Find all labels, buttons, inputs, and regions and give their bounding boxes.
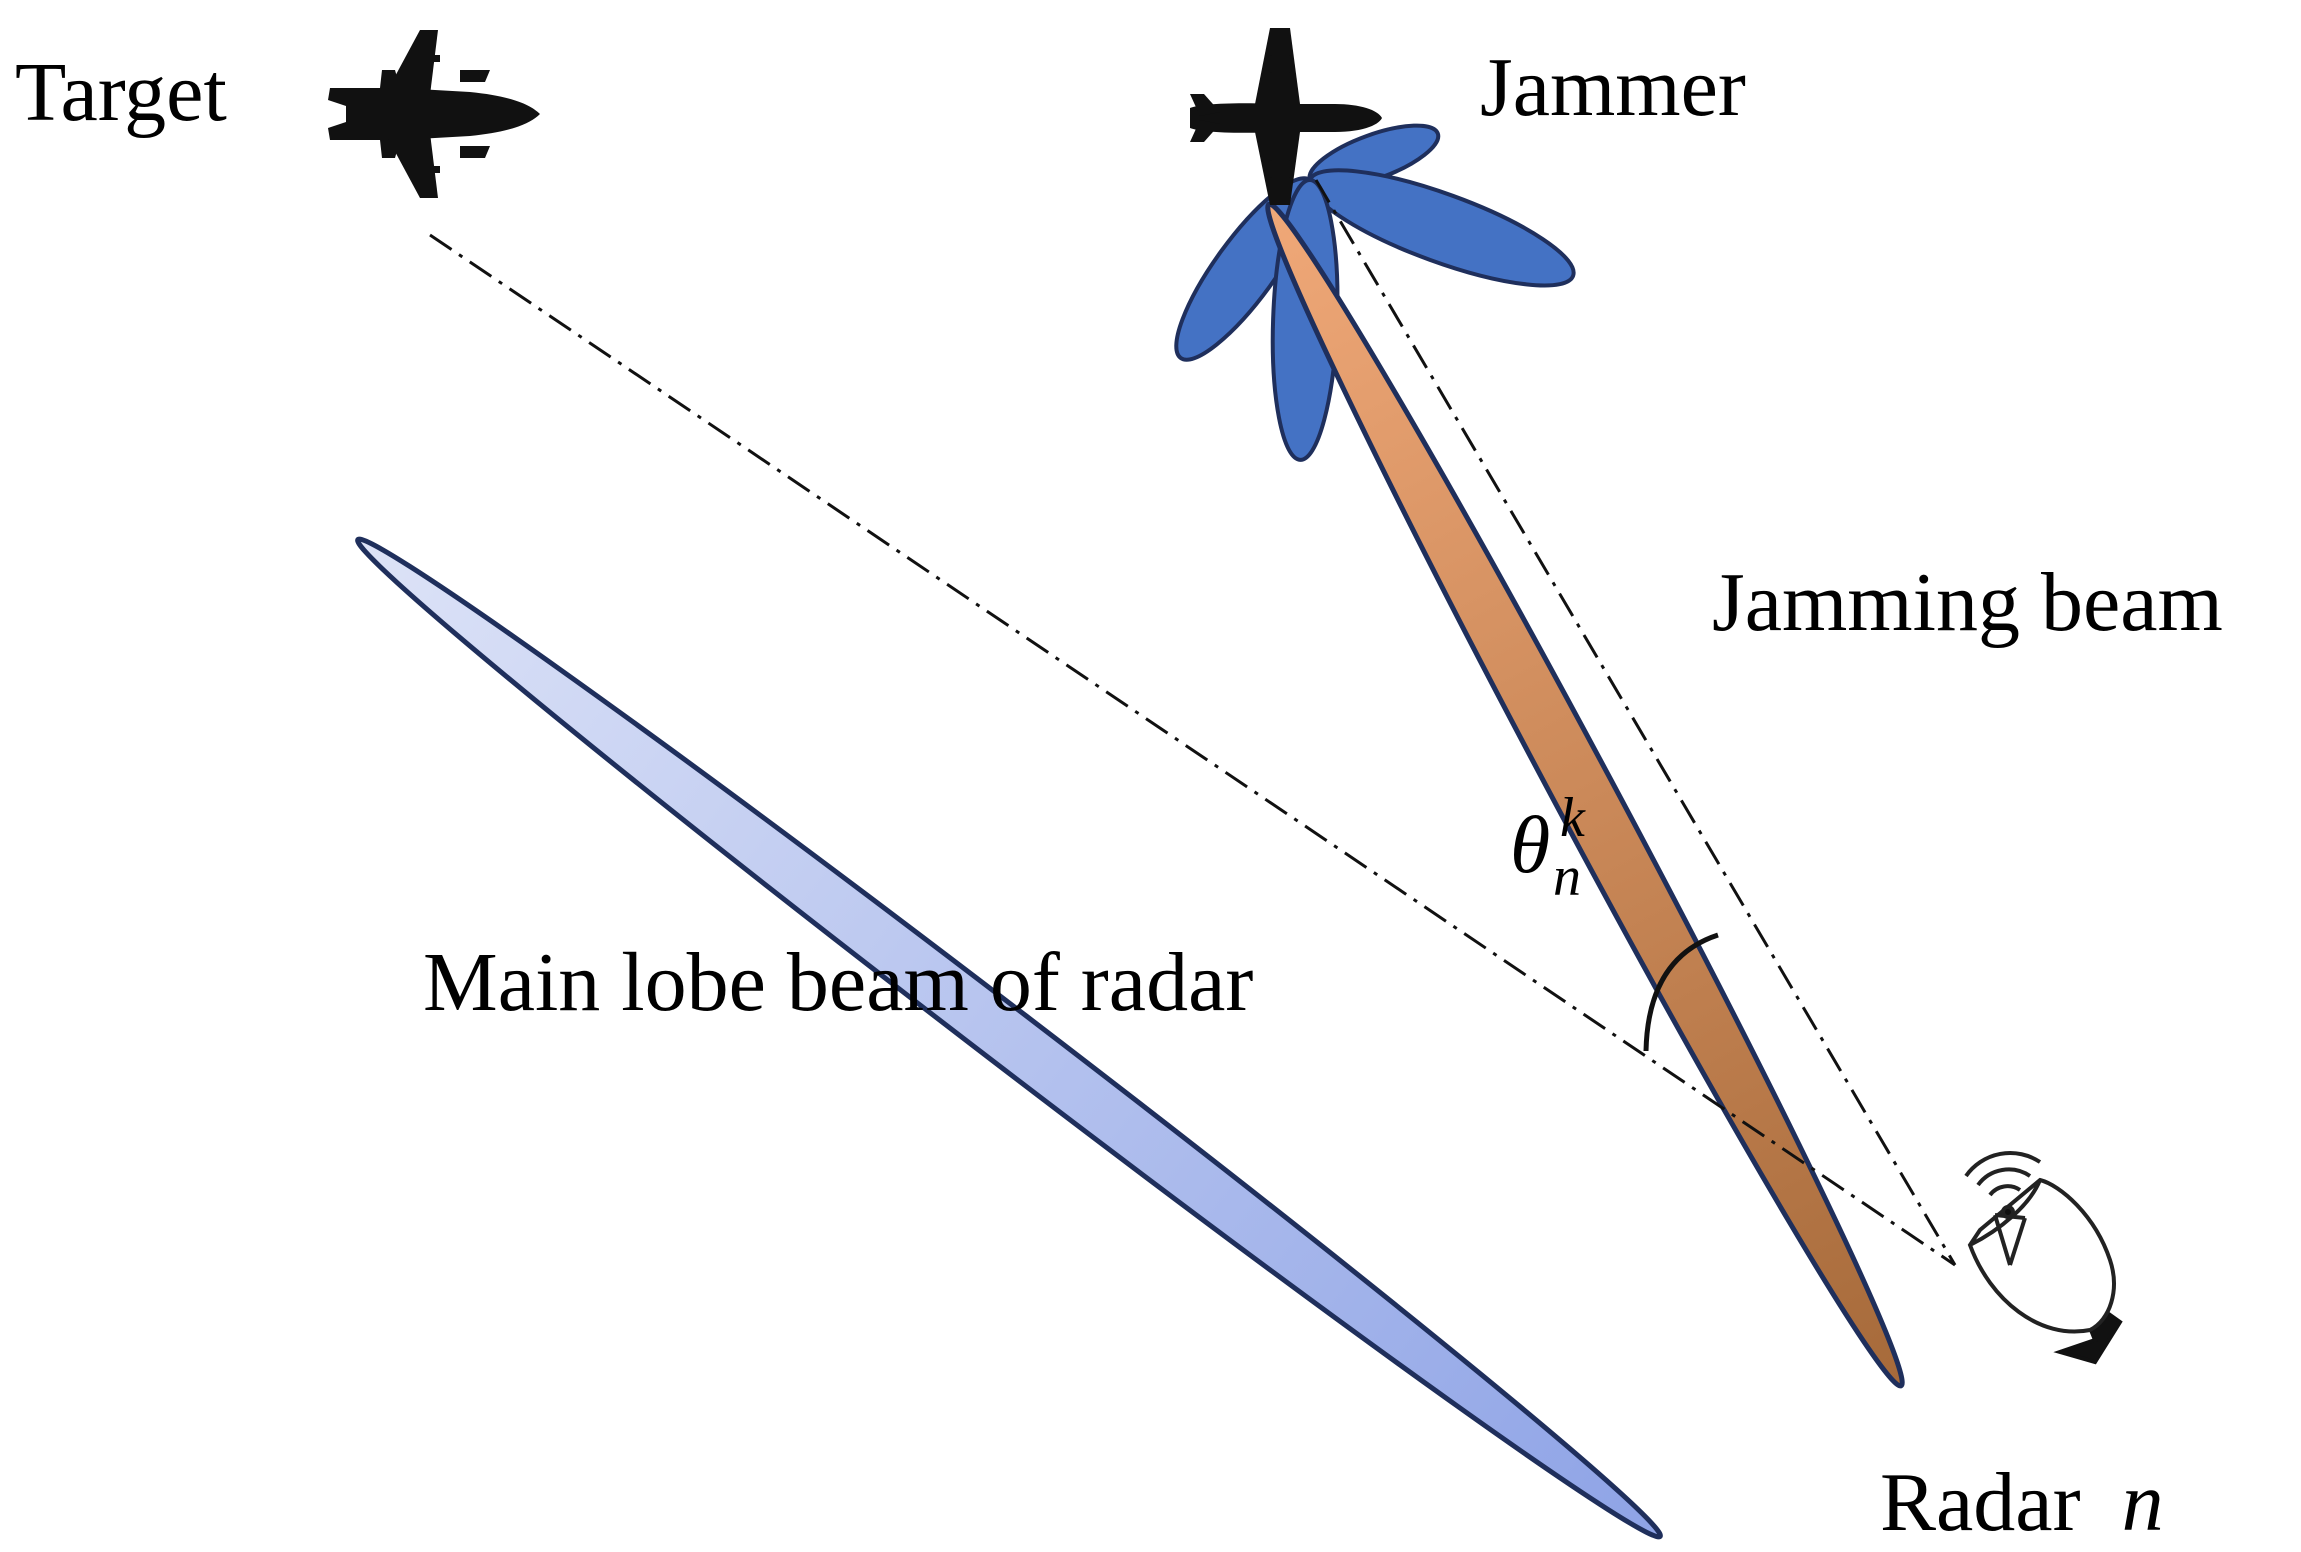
angle-subscript: n (1553, 846, 1581, 908)
target-label: Target (15, 46, 227, 139)
jammer-radar-line (1314, 179, 1957, 1266)
jammer-label: Jammer (1480, 41, 1746, 134)
target-radar-line (429, 233, 1956, 1267)
angle-superscript: k (1560, 787, 1586, 849)
radar-main-lobe-beam (355, 536, 1663, 1540)
radar-label-word: Radar (1880, 1456, 2081, 1549)
radar-label: Radar n (1880, 1456, 2164, 1549)
angle-symbol: θ (1510, 799, 1550, 890)
jamming-beam-label: Jamming beam (1712, 556, 2223, 649)
airplane-icon (1190, 28, 1382, 205)
jamming-beam (1265, 201, 1905, 1389)
angle-arc (1643, 932, 1719, 1052)
sight-lines (429, 179, 1957, 1267)
angle-label: θ n k (1510, 787, 1586, 908)
main-lobe-label: Main lobe beam of radar (423, 936, 1253, 1029)
fighter-jet-icon (328, 30, 540, 198)
radar-label-index: n (2122, 1456, 2164, 1549)
radar-dish-icon (1964, 1151, 2123, 1365)
